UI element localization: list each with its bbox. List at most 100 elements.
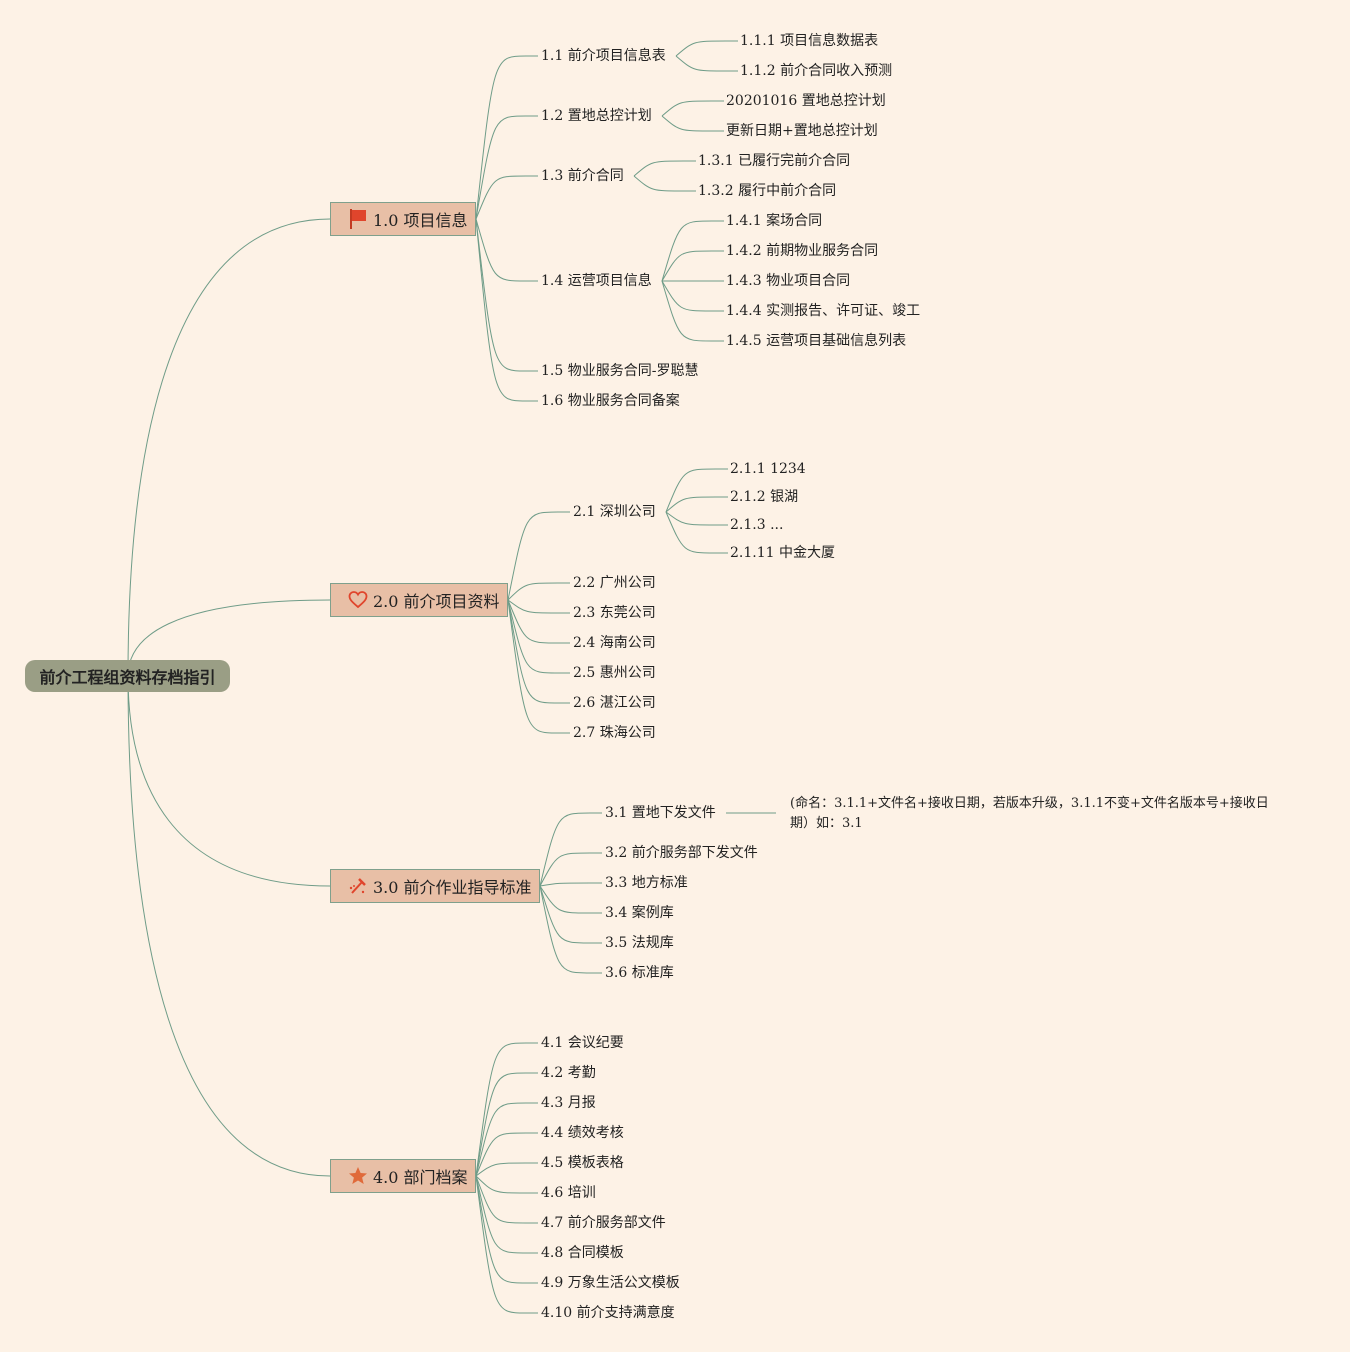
subtopic-1-6[interactable]: 1.6 物业服务合同备案 bbox=[541, 393, 680, 409]
star-icon bbox=[347, 1165, 369, 1187]
connector bbox=[665, 511, 717, 554]
connector bbox=[127, 218, 331, 677]
flag-icon bbox=[347, 208, 369, 230]
subtopic-2-2[interactable]: 2.2 广州公司 bbox=[573, 575, 656, 591]
leaf-1-2-1[interactable]: 20201016 置地总控计划 bbox=[726, 93, 886, 109]
connector bbox=[475, 1042, 527, 1177]
subtopic-4-7[interactable]: 4.7 前介服务部文件 bbox=[541, 1215, 666, 1231]
naming-rule-note: (命名：3.1.1+文件名+接收日期，若版本升级，3.1.1不变+文件名版本号+… bbox=[790, 796, 1269, 831]
connector bbox=[539, 885, 591, 914]
hammer-icon bbox=[347, 875, 369, 897]
connector bbox=[475, 1162, 527, 1177]
root-topic[interactable]: 前介工程组资料存档指引 bbox=[25, 660, 230, 692]
connector bbox=[475, 115, 527, 220]
topic-1-project-info[interactable]: 1.0 项目信息 bbox=[330, 202, 476, 236]
connector bbox=[475, 1175, 527, 1284]
subtopic-4-6[interactable]: 4.6 培训 bbox=[541, 1185, 596, 1201]
connector bbox=[539, 852, 591, 887]
subtopic-1-5[interactable]: 1.5 物业服务合同-罗聪慧 bbox=[541, 363, 699, 379]
connector bbox=[475, 1072, 527, 1177]
subtopic-4-9[interactable]: 4.9 万象生活公文模板 bbox=[541, 1275, 680, 1291]
connector bbox=[475, 1102, 527, 1177]
connector bbox=[661, 100, 713, 117]
connector bbox=[539, 812, 591, 887]
topic-3-work-standards[interactable]: 3.0 前介作业指导标准 bbox=[330, 869, 540, 903]
leaf-2-1-11[interactable]: 2.1.11 中金大厦 bbox=[730, 545, 835, 561]
subtopic-3-6[interactable]: 3.6 标准库 bbox=[605, 965, 674, 981]
leaf-2-1-3[interactable]: 2.1.3 ... bbox=[730, 517, 784, 533]
subtopic-2-4[interactable]: 2.4 海南公司 bbox=[573, 635, 656, 651]
leaf-1-4-1[interactable]: 1.4.1 案场合同 bbox=[726, 213, 823, 229]
leaf-2-1-2[interactable]: 2.1.2 银湖 bbox=[730, 489, 799, 505]
connector bbox=[507, 599, 559, 734]
connector bbox=[127, 675, 331, 887]
connector bbox=[475, 218, 527, 282]
connector bbox=[633, 175, 685, 192]
subtopic-1-3[interactable]: 1.3 前介合同 bbox=[541, 168, 624, 184]
connector bbox=[475, 218, 527, 372]
connector bbox=[507, 599, 559, 674]
subtopic-2-5[interactable]: 2.5 惠州公司 bbox=[573, 665, 656, 681]
connector bbox=[661, 250, 713, 282]
subtopic-1-4[interactable]: 1.4 运营项目信息 bbox=[541, 273, 652, 289]
leaf-1-3-1[interactable]: 1.3.1 已履行完前介合同 bbox=[698, 153, 851, 169]
leaf-1-3-2[interactable]: 1.3.2 履行中前介合同 bbox=[698, 183, 837, 199]
connector bbox=[665, 496, 717, 513]
connector bbox=[539, 885, 591, 944]
subtopic-3-2[interactable]: 3.2 前介服务部下发文件 bbox=[605, 845, 758, 861]
topic-label: 2.0 前介项目资料 bbox=[373, 592, 500, 611]
subtopic-4-2[interactable]: 4.2 考勤 bbox=[541, 1065, 596, 1081]
leaf-1-4-5[interactable]: 1.4.5 运营项目基础信息列表 bbox=[726, 333, 907, 349]
connector bbox=[675, 55, 727, 72]
connector bbox=[475, 1175, 527, 1224]
connector bbox=[475, 1175, 527, 1254]
leaf-1-1-1[interactable]: 1.1.1 项目信息数据表 bbox=[740, 33, 879, 49]
connector bbox=[661, 115, 713, 132]
subtopic-4-3[interactable]: 4.3 月报 bbox=[541, 1095, 596, 1111]
connector bbox=[661, 220, 713, 282]
connector bbox=[633, 160, 685, 177]
connector bbox=[475, 175, 527, 220]
subtopic-2-3[interactable]: 2.3 东莞公司 bbox=[573, 605, 656, 621]
connector bbox=[507, 511, 559, 601]
subtopic-4-1[interactable]: 4.1 会议纪要 bbox=[541, 1035, 624, 1051]
connector bbox=[661, 280, 713, 312]
connector bbox=[507, 582, 559, 601]
connector bbox=[665, 511, 717, 526]
leaf-1-2-2[interactable]: 更新日期+置地总控计划 bbox=[726, 123, 878, 139]
subtopic-1-1[interactable]: 1.1 前介项目信息表 bbox=[541, 48, 666, 64]
subtopic-4-10[interactable]: 4.10 前介支持满意度 bbox=[541, 1305, 675, 1321]
connector bbox=[475, 1132, 527, 1177]
topic-4-department-archives[interactable]: 4.0 部门档案 bbox=[330, 1159, 476, 1193]
connector bbox=[475, 1175, 527, 1194]
subtopic-3-1[interactable]: 3.1 置地下发文件 bbox=[605, 805, 716, 821]
subtopic-2-6[interactable]: 2.6 湛江公司 bbox=[573, 695, 656, 711]
subtopic-1-2[interactable]: 1.2 置地总控计划 bbox=[541, 108, 652, 124]
topic-2-project-materials[interactable]: 2.0 前介项目资料 bbox=[330, 583, 508, 617]
subtopic-3-4[interactable]: 3.4 案例库 bbox=[605, 905, 674, 921]
leaf-2-1-1[interactable]: 2.1.1 1234 bbox=[730, 461, 806, 477]
connector bbox=[475, 218, 527, 402]
leaf-1-1-2[interactable]: 1.1.2 前介合同收入预测 bbox=[740, 63, 893, 79]
subtopic-3-5[interactable]: 3.5 法规库 bbox=[605, 935, 674, 951]
connector bbox=[507, 599, 559, 704]
connector bbox=[127, 675, 331, 1177]
subtopic-2-7[interactable]: 2.7 珠海公司 bbox=[573, 725, 656, 741]
connector bbox=[675, 40, 727, 57]
connector bbox=[475, 1175, 527, 1314]
leaf-1-4-3[interactable]: 1.4.3 物业项目合同 bbox=[726, 273, 851, 289]
subtopic-4-5[interactable]: 4.5 模板表格 bbox=[541, 1155, 624, 1171]
subtopic-4-4[interactable]: 4.4 绩效考核 bbox=[541, 1125, 624, 1141]
leaf-1-4-4[interactable]: 1.4.4 实测报告、许可证、竣工 bbox=[726, 303, 921, 319]
connector bbox=[507, 599, 559, 644]
subtopic-4-8[interactable]: 4.8 合同模板 bbox=[541, 1245, 624, 1261]
topic-label: 3.0 前介作业指导标准 bbox=[373, 878, 532, 897]
topic-label: 1.0 项目信息 bbox=[373, 211, 468, 230]
leaf-1-4-2[interactable]: 1.4.2 前期物业服务合同 bbox=[726, 243, 879, 259]
subtopic-2-1[interactable]: 2.1 深圳公司 bbox=[573, 504, 656, 520]
topic-label: 4.0 部门档案 bbox=[373, 1168, 468, 1187]
connector bbox=[661, 280, 713, 342]
subtopic-3-3[interactable]: 3.3 地方标准 bbox=[605, 875, 688, 891]
